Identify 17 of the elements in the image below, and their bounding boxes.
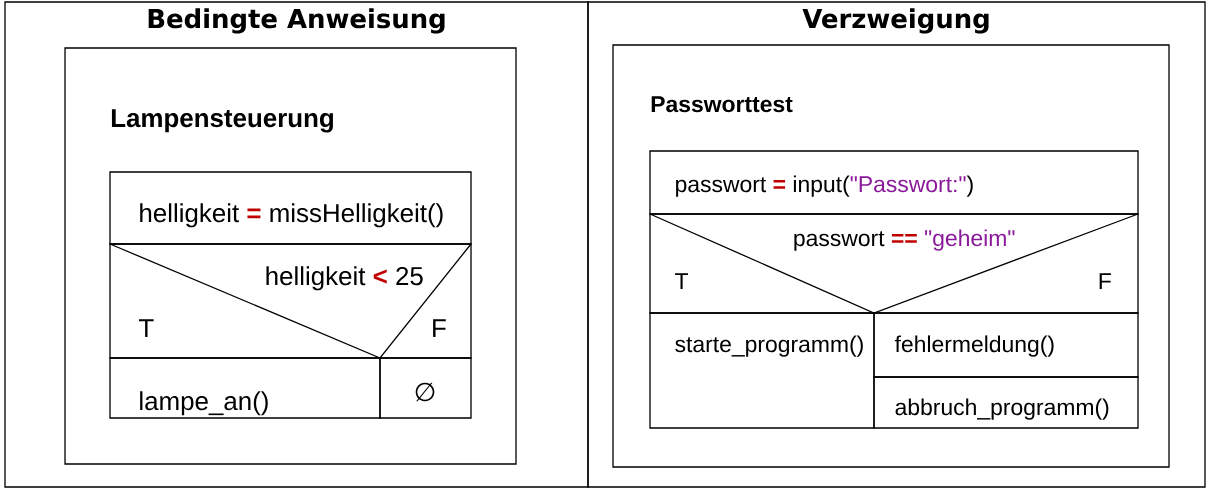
structogram-frame: [64, 47, 517, 465]
structogram-title: Passworttest: [651, 96, 793, 113]
statement-block: starte_programm(): [649, 312, 875, 429]
statement-block: abbruch_programm(): [873, 376, 1139, 429]
table-cell: [587, 1, 1206, 488]
table-cell: [4, 1, 589, 488]
structogram-title: Lampensteuerung: [111, 109, 333, 133]
condition-block: helligkeit < 25 T F: [109, 243, 472, 359]
structogram-frame: [612, 44, 1170, 468]
statement-block: passwort = input("Passwort:"): [649, 150, 1139, 215]
column-heading: Verzweigung: [802, 8, 989, 34]
column-heading: Bedingte Anweisung: [148, 8, 445, 34]
empty-block: ∅: [379, 357, 472, 419]
statement-block: fehlermeldung(): [873, 312, 1139, 378]
statement-block: helligkeit = missHelligkeit(): [109, 171, 472, 245]
condition-block: passwort == "geheim" T F: [649, 213, 1139, 314]
statement-block: lampe_an(): [109, 357, 381, 419]
